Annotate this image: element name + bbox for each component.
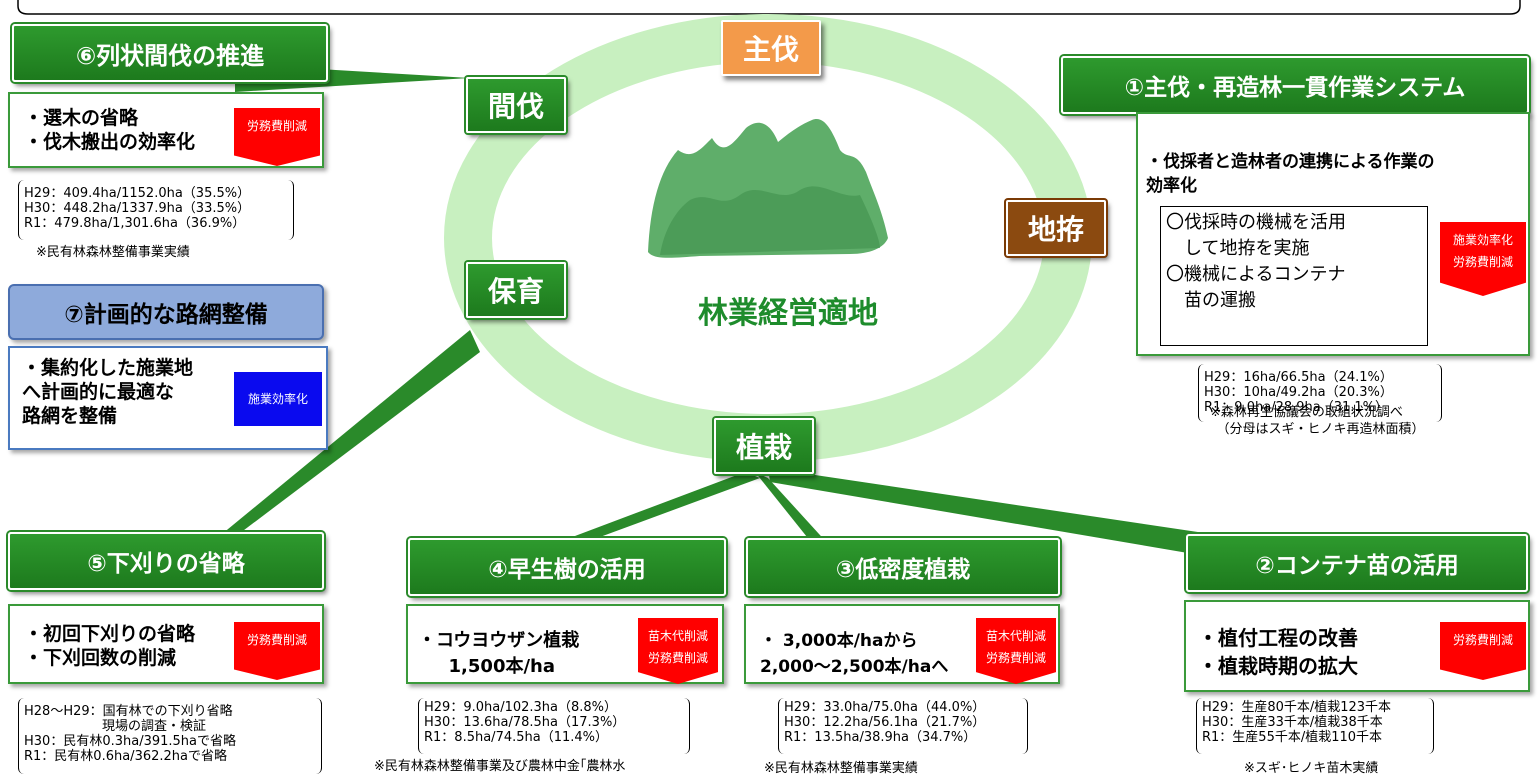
badge-text: 施業効率化 [247, 392, 308, 406]
title-s3: ③低密度植栽 [746, 538, 1060, 596]
body-s7: ・集約化した施業地 へ計画的に最適な 路網を整備 [22, 357, 194, 427]
connector-s5 [205, 330, 480, 552]
title-s7: ⑦計画的な路網整備 [8, 284, 324, 340]
stats-s5: H28～H29：国有林での下刈り省略 現場の調査・検証 H30：民有林0.3ha… [24, 704, 236, 764]
stats-bracket-s2 [1196, 698, 1434, 754]
badge-text: 施業効率化 [1452, 233, 1513, 247]
note-s4: ※民有林森林整備事業及び農林中金｢農林水 [374, 759, 626, 774]
badge-text: 労務費削減 [1452, 633, 1513, 647]
stats-s4: H29：9.0ha/102.3ha（8.8%） H30：13.6ha/78.5h… [424, 700, 626, 745]
center-label: 林業経営適地 [698, 296, 878, 331]
body-s3: ・ 3,000本/haから 2,000～2,500本/haへ [760, 631, 949, 677]
badge-text: 苗木代削減 [985, 629, 1046, 643]
node-jigoshirae: 地拵 [1006, 200, 1106, 256]
body-s6: ・選木の省略 ・伐木搬出の効率化 [24, 107, 196, 153]
badge-text: 労務費削減 [985, 651, 1046, 665]
badge-text: 労務費削減 [246, 119, 307, 133]
note-s2: ※スギ･ヒノキ苗木実績 [1244, 761, 1379, 776]
body-s4: ・コウヨウザン植栽 1,500本/ha [418, 630, 580, 677]
badge-s7: 施業効率化 [234, 372, 322, 426]
box-s7 [8, 346, 328, 450]
badge-s3: 苗木代削減労務費削減 [976, 618, 1056, 684]
title-s6: ⑥列状間伐の推進 [12, 24, 328, 82]
inner-s1: 〇伐採時の機械を活用 して地拵を実施 〇機械によるコンテナ 苗の運搬 [1166, 212, 1346, 311]
body-s2: ・植付工程の改善 ・植栽時期の拡大 [1198, 626, 1358, 678]
badge-text: 労務費削減 [1452, 255, 1513, 269]
note-s3: ※民有林森林整備事業実績 [764, 761, 918, 776]
stats-bracket-s1 [1198, 364, 1442, 422]
badge-text: 苗木代削減 [647, 629, 708, 643]
badge-s1: 施業効率化労務費削減 [1440, 222, 1526, 296]
stats-bracket-s5 [18, 698, 322, 774]
lead-s1: ・伐採者と造林者の連携による作業の 効率化 [1146, 152, 1435, 196]
note-s1: ※森林再生協議会の取組状況調べ （分母はスギ・ヒノキ再造林面積） [1210, 405, 1425, 437]
note-s6: ※民有林森林整備事業実績 [36, 245, 190, 260]
title-s5: ⑤下刈りの省略 [8, 532, 324, 590]
connector-s2 [768, 468, 1305, 572]
title-s2: ②コンテナ苗の活用 [1186, 534, 1528, 592]
node-shubatsu: 主伐 [721, 20, 821, 76]
stats-bracket-s6 [18, 180, 294, 240]
badge-s5: 労務費削減 [234, 622, 320, 680]
badge-s4: 苗木代削減労務費削減 [638, 618, 718, 684]
mountain-icon [648, 119, 888, 258]
body-s5: ・初回下刈りの省略 ・下刈回数の削減 [24, 623, 196, 669]
stats-s2: H29：生産80千本/植栽123千本 H30：生産33千本/植栽38千本 R1：… [1202, 700, 1392, 745]
badge-s6: 労務費削減 [234, 108, 320, 166]
stats-s6: H29：409.4ha/1152.0ha（35.5%） H30：448.2ha/… [24, 186, 251, 231]
stats-bracket-s3 [778, 698, 1028, 754]
badge-s2: 労務費削減 [1440, 622, 1526, 680]
node-hoiku: 保育 [466, 262, 566, 318]
badge-text: 労務費削減 [246, 633, 307, 647]
stats-bracket-s4 [418, 698, 690, 754]
node-shokusai: 植栽 [714, 418, 814, 474]
top-frame-line [17, 0, 1521, 15]
badge-text: 労務費削減 [647, 651, 708, 665]
node-kanbatsu: 間伐 [466, 77, 566, 133]
title-s1: ①主伐・再造林一貫作業システム [1061, 56, 1529, 114]
stats-s1: H29：16ha/66.5ha（24.1%） H30：10ha/49.2ha（2… [1204, 370, 1393, 415]
stats-s3: H29：33.0ha/75.0ha（44.0%） H30：12.2ha/56.1… [784, 700, 986, 745]
title-s4: ④早生樹の活用 [408, 538, 726, 596]
inner-box-s1 [1160, 206, 1428, 346]
